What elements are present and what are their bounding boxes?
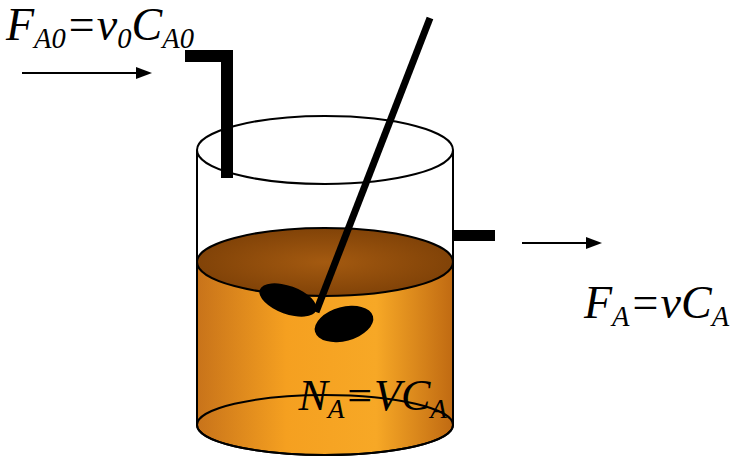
stream-label: FA0=v0CA0 xyxy=(6,2,194,48)
feed-arrowhead xyxy=(136,67,152,79)
outlet-arrow xyxy=(522,242,590,244)
inlet-pipe xyxy=(221,50,233,178)
tank-rim xyxy=(197,116,453,184)
impeller-blade xyxy=(255,277,321,324)
stirrer-shaft xyxy=(316,18,430,312)
holdup-label: NA=VCA xyxy=(298,374,447,418)
outlet-arrowhead xyxy=(586,237,602,249)
stream-label: FA=vCA xyxy=(584,280,729,326)
feed-arrow xyxy=(22,72,140,74)
tank-wall xyxy=(196,150,198,262)
outlet-pipe xyxy=(453,230,495,241)
reactor-tank: NA=VCA xyxy=(199,300,451,448)
impeller-blade xyxy=(311,300,378,348)
tank-wall xyxy=(452,150,454,262)
